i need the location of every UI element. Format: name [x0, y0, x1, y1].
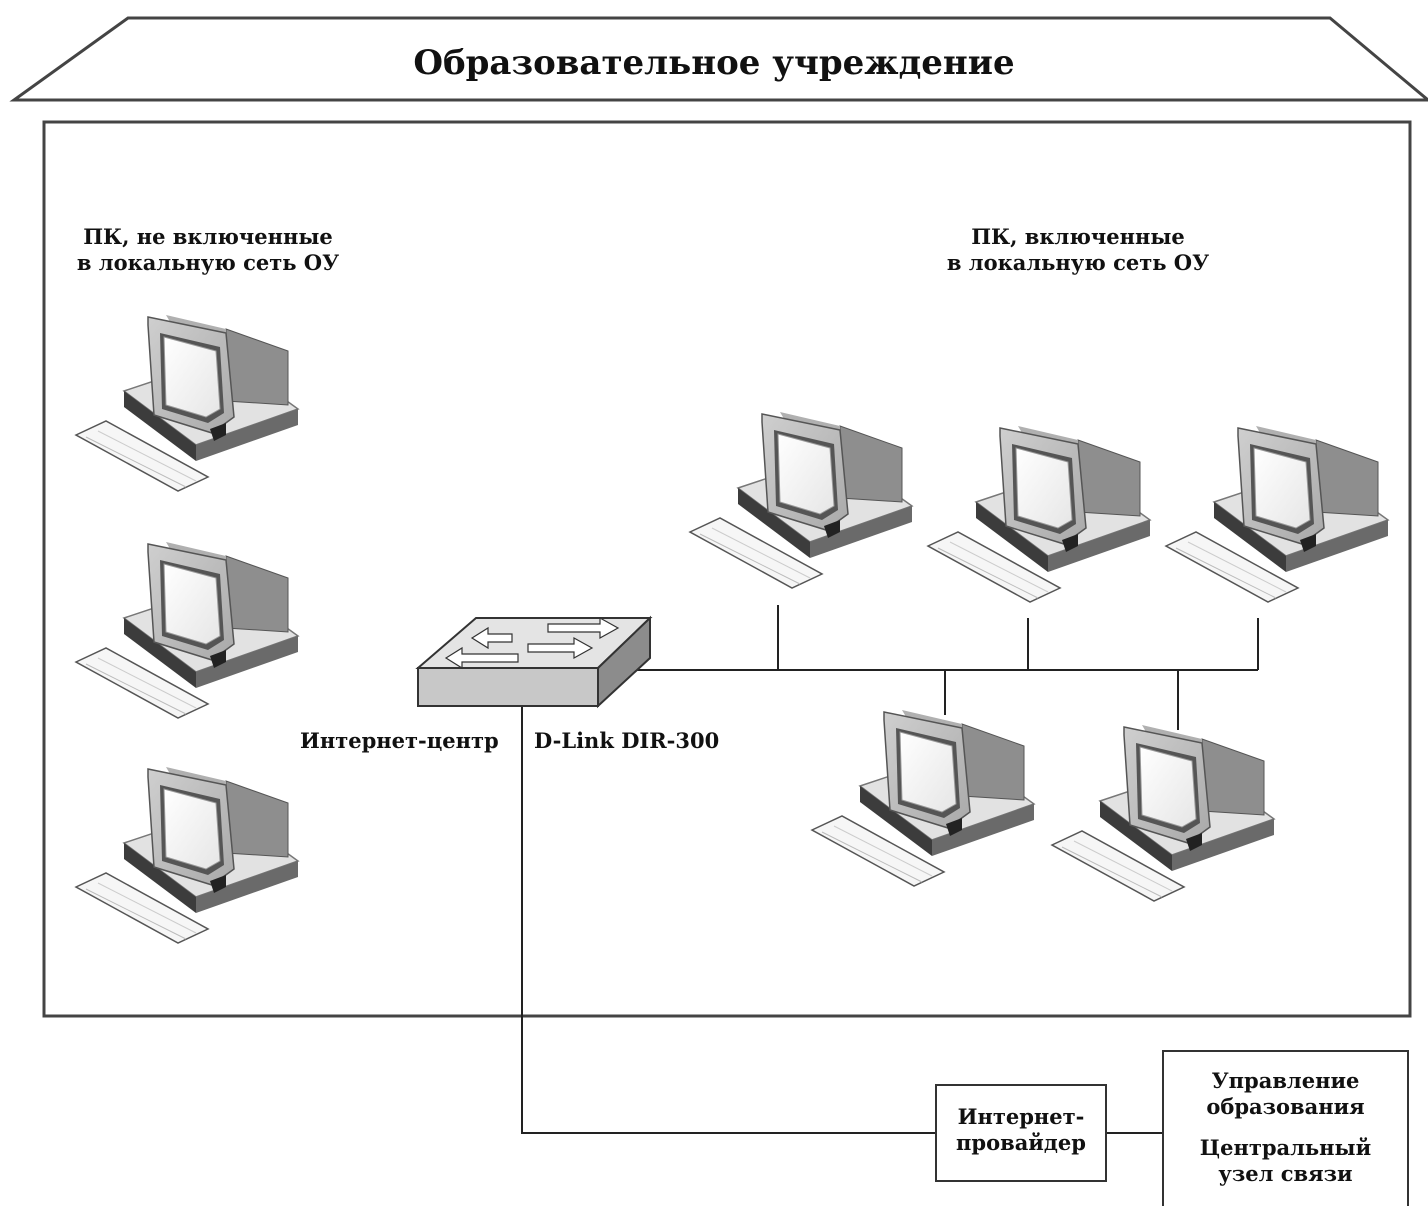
pc-offline-3 — [75, 766, 299, 944]
roof — [9, 16, 1428, 102]
management-line4: узел связи — [1218, 1160, 1353, 1186]
online-group-line2: в локальную сеть ОУ — [946, 250, 1210, 276]
provider-box — [935, 1084, 1107, 1182]
management-label: Управление образования Центральный узел … — [1163, 1068, 1408, 1187]
pc-online-4 — [811, 709, 1035, 887]
pc-offline-1 — [75, 314, 299, 492]
offline-group-line1: ПК, не включенные — [83, 224, 333, 249]
pc-online-3 — [1165, 425, 1389, 603]
building-frame — [42, 120, 1412, 1018]
offline-group-label: ПК, не включенные в локальную сеть ОУ — [60, 224, 356, 277]
pc-online-5 — [1051, 724, 1275, 902]
provider-line1: Интернет- — [957, 1104, 1085, 1129]
building-title: Образовательное учреждение — [413, 43, 1015, 83]
offline-group-line2: в локальную сеть ОУ — [76, 250, 340, 276]
lan-cables — [630, 605, 1259, 730]
management-line3: Центральный — [1199, 1134, 1372, 1160]
pc-offline-2 — [75, 541, 299, 719]
pc-online-1 — [689, 411, 913, 589]
provider-line2: провайдер — [956, 1130, 1086, 1156]
router-label-right: D-Link DIR-300 — [534, 728, 720, 753]
wan-cables — [521, 705, 1163, 1134]
provider-label: Интернет- провайдер — [936, 1104, 1106, 1157]
management-line1: Управление — [1211, 1068, 1360, 1093]
management-line2: образования — [1206, 1094, 1365, 1120]
router-label-left: Интернет-центр — [300, 728, 499, 753]
pc-online-2 — [927, 425, 1151, 603]
online-group-label: ПК, включенные в локальную сеть ОУ — [930, 224, 1226, 277]
management-box — [1162, 1050, 1409, 1206]
online-group-line1: ПК, включенные — [971, 224, 1185, 249]
router-icon — [415, 615, 653, 709]
